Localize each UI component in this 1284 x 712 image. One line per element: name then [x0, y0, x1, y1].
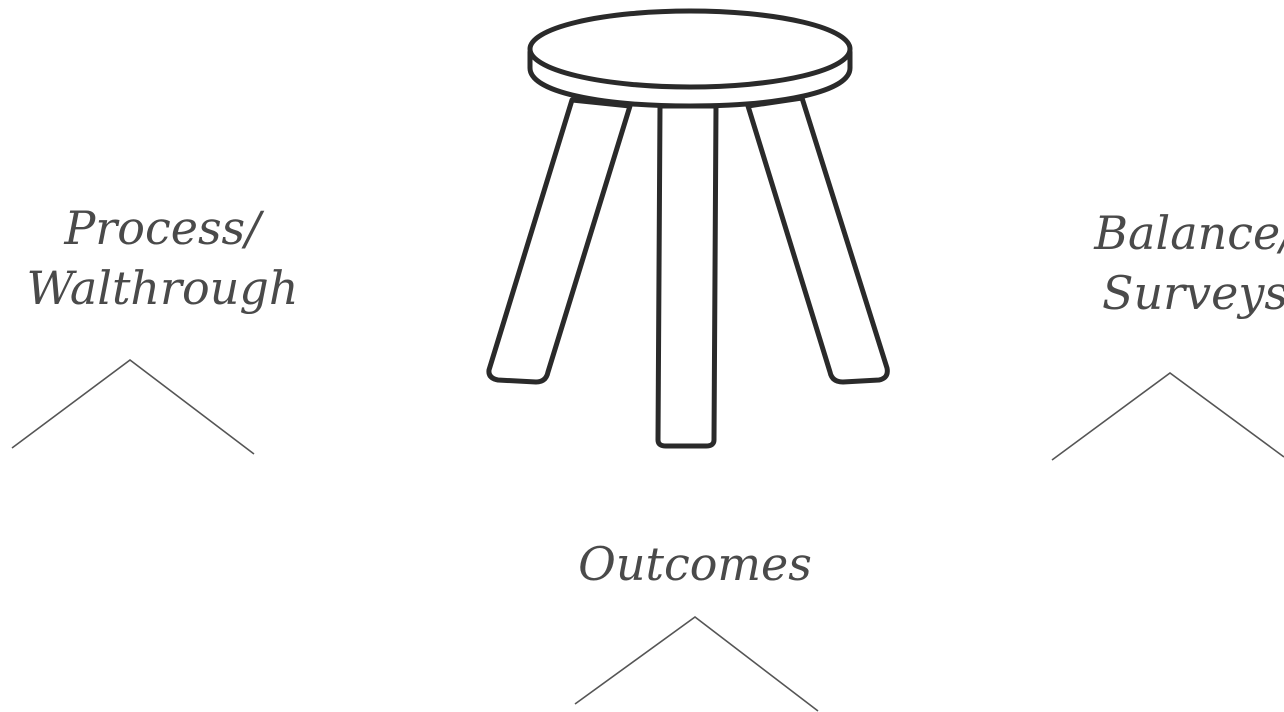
stool-leg-right [748, 98, 887, 382]
label-outcomes: Outcomes [545, 534, 845, 594]
stool-seat-top [530, 11, 850, 87]
stool-leg-front [658, 106, 716, 446]
label-balance-line2: Surveys [1060, 263, 1284, 323]
stool-leg-left [489, 100, 630, 382]
label-process-line1: Process/ [10, 198, 315, 258]
caret-left-icon [12, 360, 254, 454]
label-outcomes-text: Outcomes [545, 534, 845, 594]
caret-right-icon [1052, 373, 1284, 460]
label-process-line2: Walthrough [10, 258, 315, 318]
label-process-walkthrough: Process/ Walthrough [10, 198, 315, 318]
label-balance-surveys: Balance/ Surveys [1060, 203, 1284, 323]
caret-bottom-icon [575, 617, 818, 711]
stool-icon [489, 11, 887, 446]
label-balance-line1: Balance/ [1060, 203, 1284, 263]
